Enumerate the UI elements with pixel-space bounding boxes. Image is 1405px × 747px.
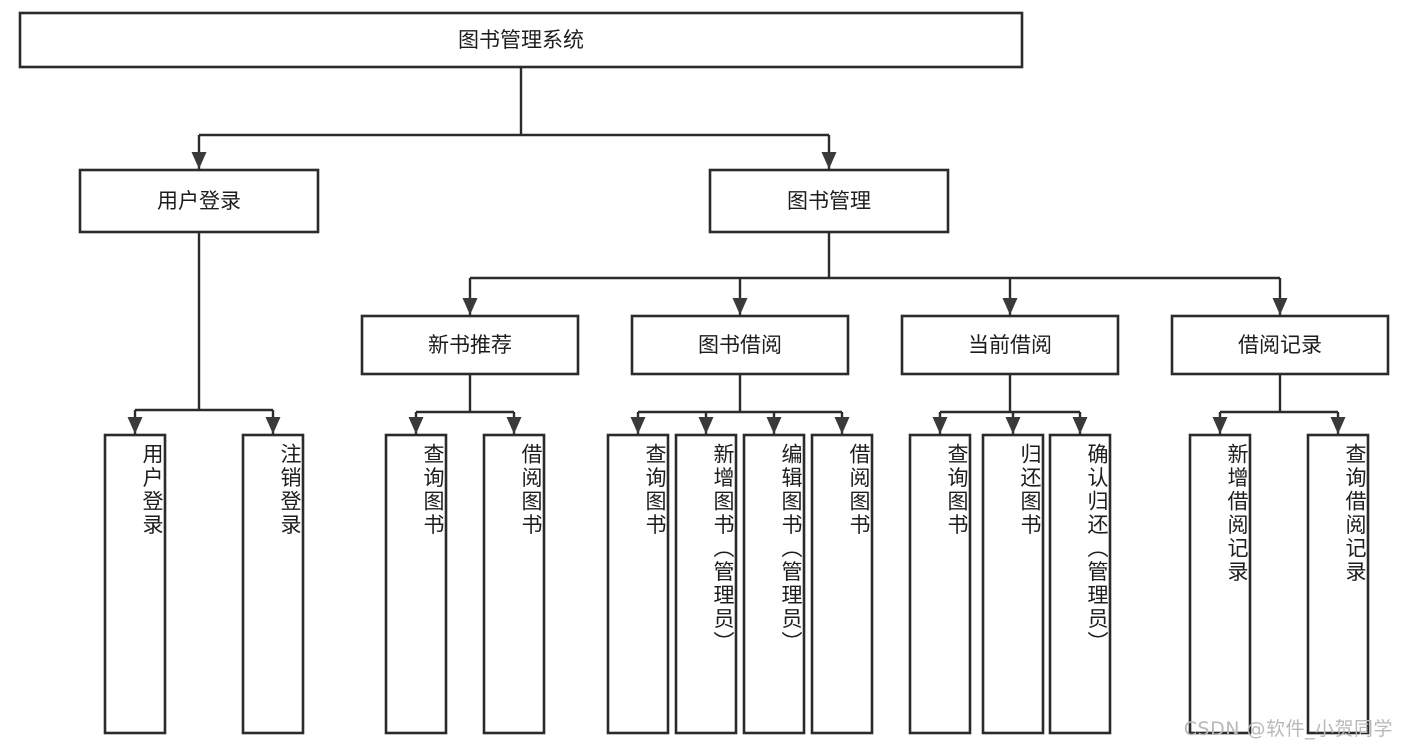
node-book-borrow-label: 图书借阅 <box>698 333 782 357</box>
node-book-management-label: 图书管理 <box>787 189 871 213</box>
node-current-borrow-label: 当前借阅 <box>968 333 1052 357</box>
node-leaf-add-book[interactable] <box>674 433 738 735</box>
arrow-head-icon <box>821 152 837 169</box>
node-leaf-query-book-2[interactable] <box>606 433 670 735</box>
node-leaf-query-book-3[interactable] <box>908 433 972 735</box>
node-current-borrow[interactable] <box>900 314 1120 376</box>
node-root-label: 图书管理系统 <box>458 28 584 52</box>
connector-group <box>127 67 1346 434</box>
arrow-head-icon <box>932 417 948 434</box>
arrow-head-icon <box>1272 298 1288 315</box>
arrow-head-icon <box>127 417 143 434</box>
arrow-head-icon <box>834 417 850 434</box>
node-new-book-recommend[interactable] <box>360 314 580 376</box>
node-leaf-add-record[interactable] <box>1188 433 1252 735</box>
arrow-head-icon <box>265 417 281 434</box>
arrow-head-icon <box>408 417 424 434</box>
node-root[interactable] <box>18 11 1024 69</box>
arrow-head-icon <box>766 417 782 434</box>
node-leaf-query-record[interactable] <box>1306 433 1370 735</box>
node-borrow-record[interactable] <box>1170 314 1390 376</box>
watermark-text: CSDN @软件_小贺同学 <box>1183 718 1393 740</box>
arrow-head-icon <box>1330 417 1346 434</box>
node-leaf-logout[interactable] <box>241 433 305 735</box>
node-book-management[interactable] <box>708 168 950 234</box>
arrow-head-icon <box>191 152 207 169</box>
arrow-head-icon <box>732 298 748 315</box>
arrow-head-icon <box>1212 417 1228 434</box>
arrow-head-icon <box>462 298 478 315</box>
node-new-book-recommend-label: 新书推荐 <box>428 333 512 357</box>
node-leaf-confirm-return[interactable] <box>1048 433 1112 735</box>
node-user-login[interactable] <box>78 168 320 234</box>
arrow-head-icon <box>1002 298 1018 315</box>
arrow-head-icon <box>698 417 714 434</box>
node-leaf-user-login[interactable] <box>103 433 167 735</box>
node-leaf-return-book[interactable] <box>981 433 1045 735</box>
arrow-head-icon <box>630 417 646 434</box>
node-book-borrow[interactable] <box>630 314 850 376</box>
arrow-head-icon <box>1005 417 1021 434</box>
node-leaf-borrow-book-1[interactable] <box>482 433 546 735</box>
node-leaf-query-book-1[interactable] <box>384 433 448 735</box>
node-leaf-edit-book[interactable] <box>742 433 806 735</box>
node-leaf-borrow-book-2[interactable] <box>810 433 874 735</box>
arrow-head-icon <box>1072 417 1088 434</box>
node-user-login-label: 用户登录 <box>157 189 241 213</box>
arrow-head-icon <box>506 417 522 434</box>
node-borrow-record-label: 借阅记录 <box>1238 333 1322 357</box>
